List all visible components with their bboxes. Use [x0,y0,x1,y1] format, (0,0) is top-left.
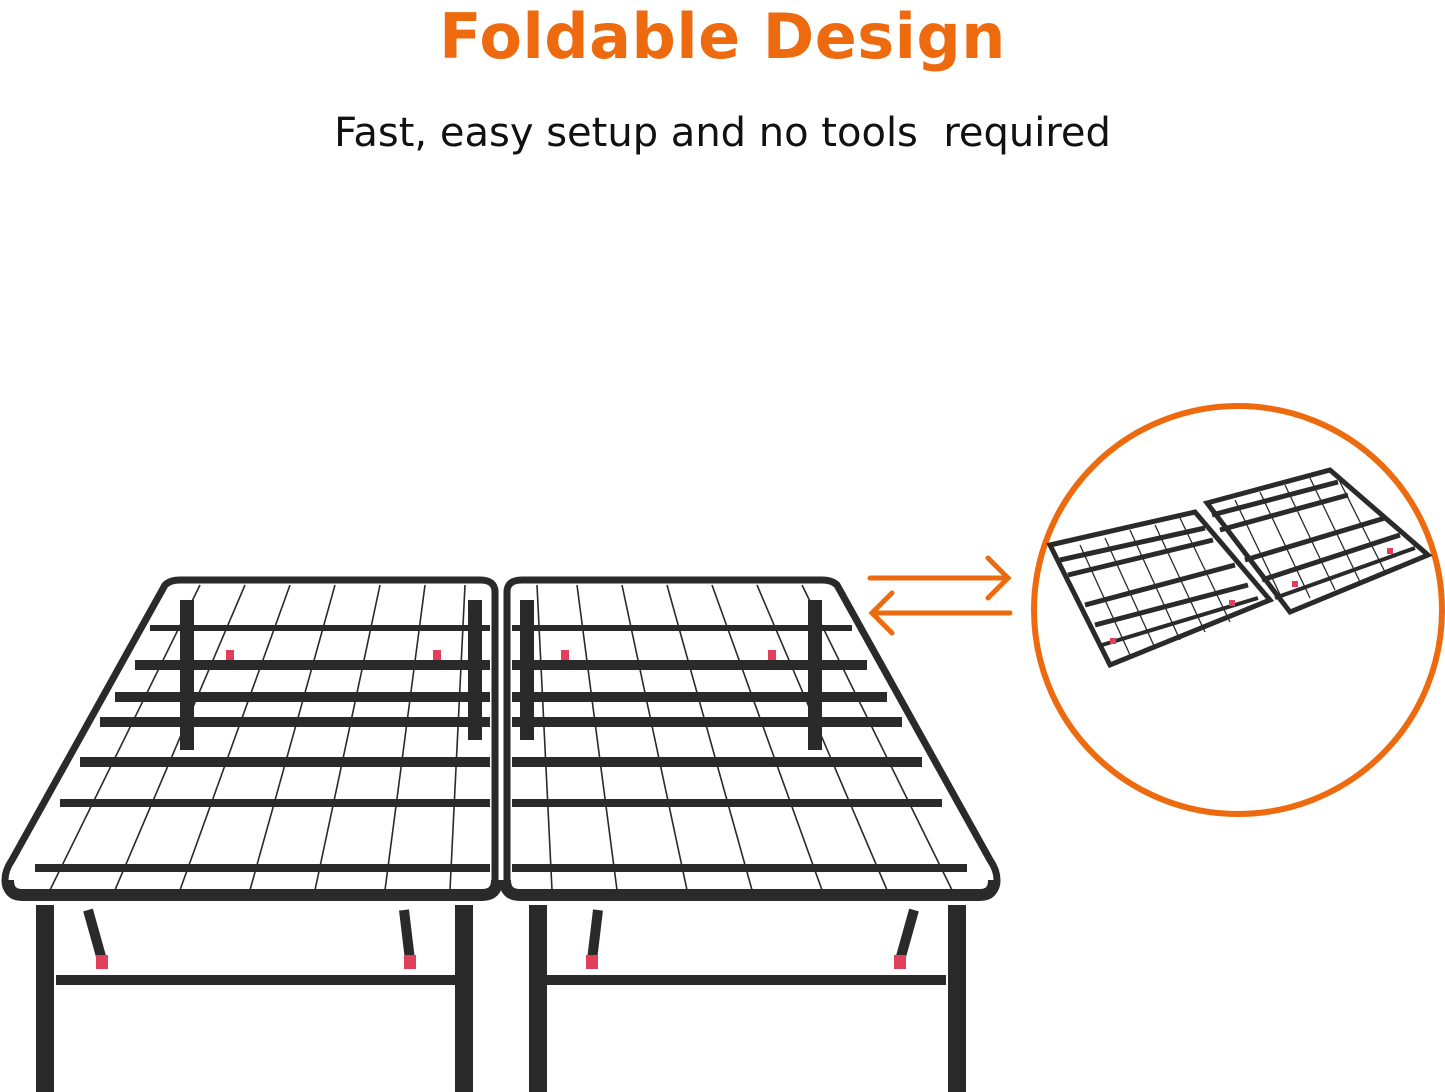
bed-frame-right-half [505,580,997,1092]
bidirectional-arrows-icon [867,555,1013,636]
feature-subtitle: Fast, easy setup and no tools required [334,110,1111,156]
feature-title: Foldable Design [439,0,1006,73]
folded-frame-inset [1031,403,1445,817]
bed-frame-left-half [5,580,497,1092]
